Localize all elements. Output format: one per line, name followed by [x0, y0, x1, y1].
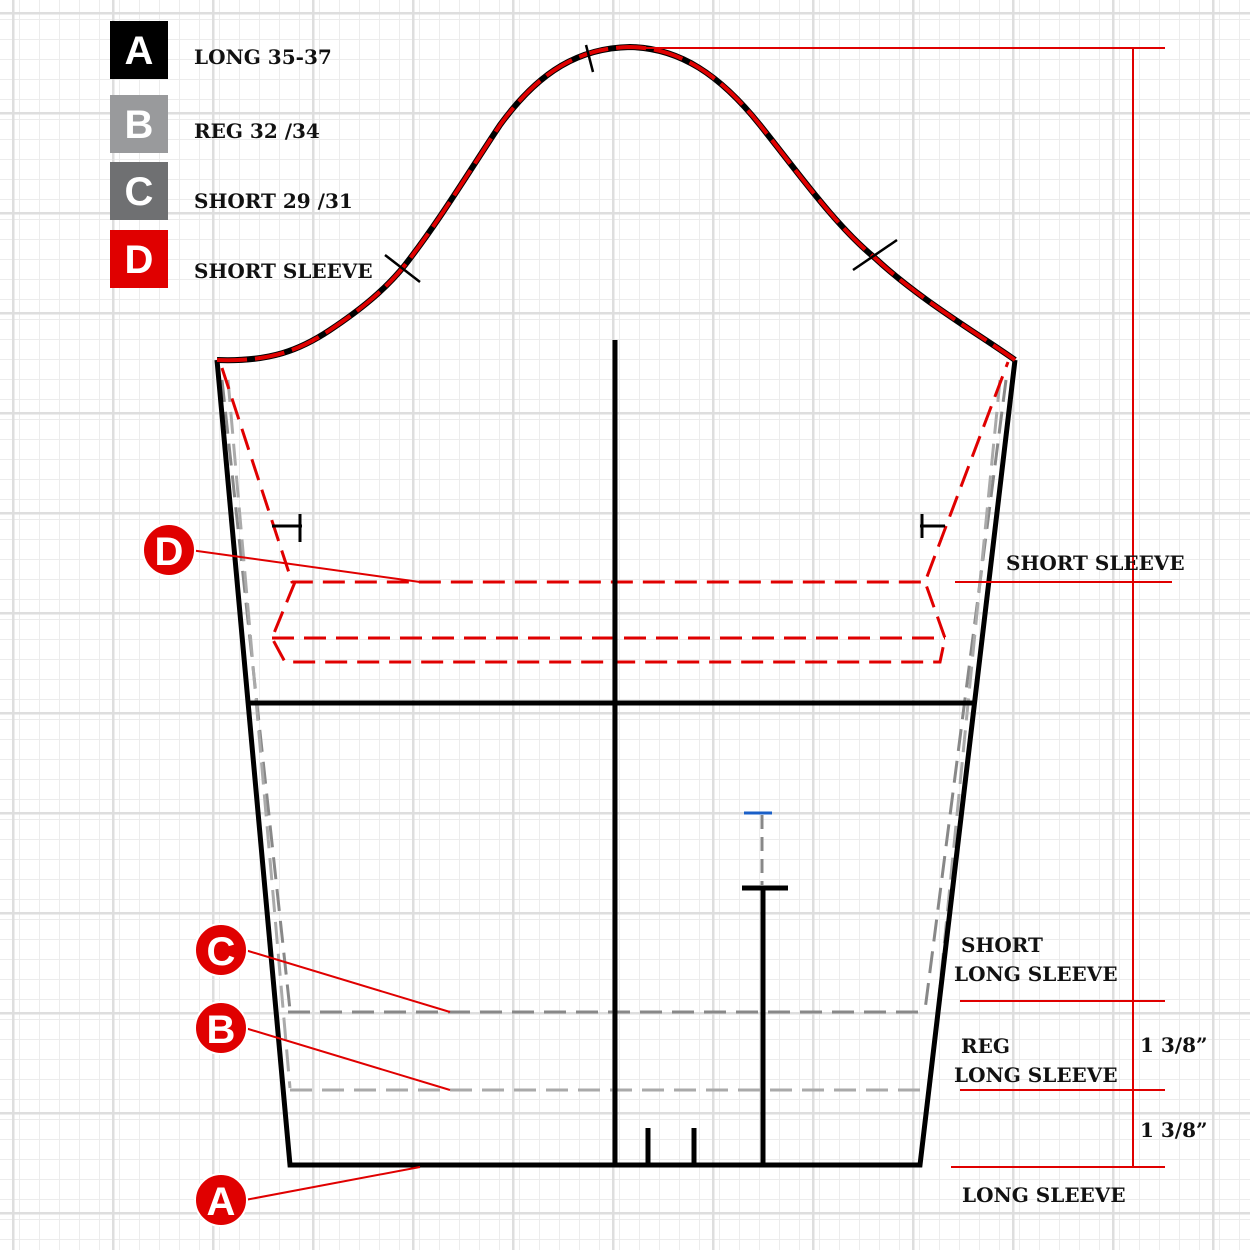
sleeve-cap: [216, 43, 1017, 364]
svg-text:B: B: [207, 1008, 236, 1052]
legend-letter-a: A: [125, 29, 154, 73]
long-sleeve-outline: [214, 340, 1018, 1168]
marker-d: D: [142, 523, 196, 577]
legend-label-d: SHORT SLEEVE: [194, 259, 373, 283]
marker-a: A: [194, 1173, 248, 1227]
legend-swatch-a: [110, 21, 168, 79]
legend-swatch-c: [110, 162, 168, 220]
legend-swatch-d: [110, 230, 168, 288]
label-short: SHORT: [961, 933, 1043, 957]
measurement-2: 1 3/8”: [1140, 1118, 1208, 1142]
legend-label-c: SHORT 29 /31: [194, 189, 353, 213]
svg-text:D: D: [155, 530, 184, 574]
label-long-sleeve: LONG SLEEVE: [962, 1183, 1126, 1207]
marker-c: C: [194, 923, 248, 977]
svg-text:A: A: [207, 1180, 236, 1224]
size-c-lines: [220, 379, 1008, 1014]
legend-label-b: REG 32 /34: [194, 119, 320, 143]
label-short-long-sleeve: LONG SLEEVE: [954, 962, 1118, 986]
legend: A LONG 35-37 B REG 32 /34 C SHORT 29 /31…: [110, 21, 373, 288]
label-reg-long-sleeve: LONG SLEEVE: [954, 1063, 1118, 1087]
legend-letter-c: C: [125, 170, 154, 214]
legend-letter-d: D: [125, 238, 154, 282]
measurement-1: 1 3/8”: [1140, 1033, 1208, 1057]
blue-marker: [744, 811, 772, 885]
annotations: SHORT SLEEVE SHORT LONG SLEEVE REG LONG …: [954, 551, 1208, 1207]
label-short-sleeve: SHORT SLEEVE: [1006, 551, 1185, 575]
measurement-lines: [189, 47, 1172, 1201]
legend-swatch-b: [110, 95, 168, 153]
legend-letter-b: B: [125, 103, 154, 147]
marker-b: B: [194, 1001, 248, 1055]
label-reg: REG: [961, 1034, 1010, 1058]
legend-label-a: LONG 35-37: [194, 45, 332, 69]
svg-text:C: C: [207, 930, 236, 974]
short-sleeve-lines: [220, 361, 1010, 664]
